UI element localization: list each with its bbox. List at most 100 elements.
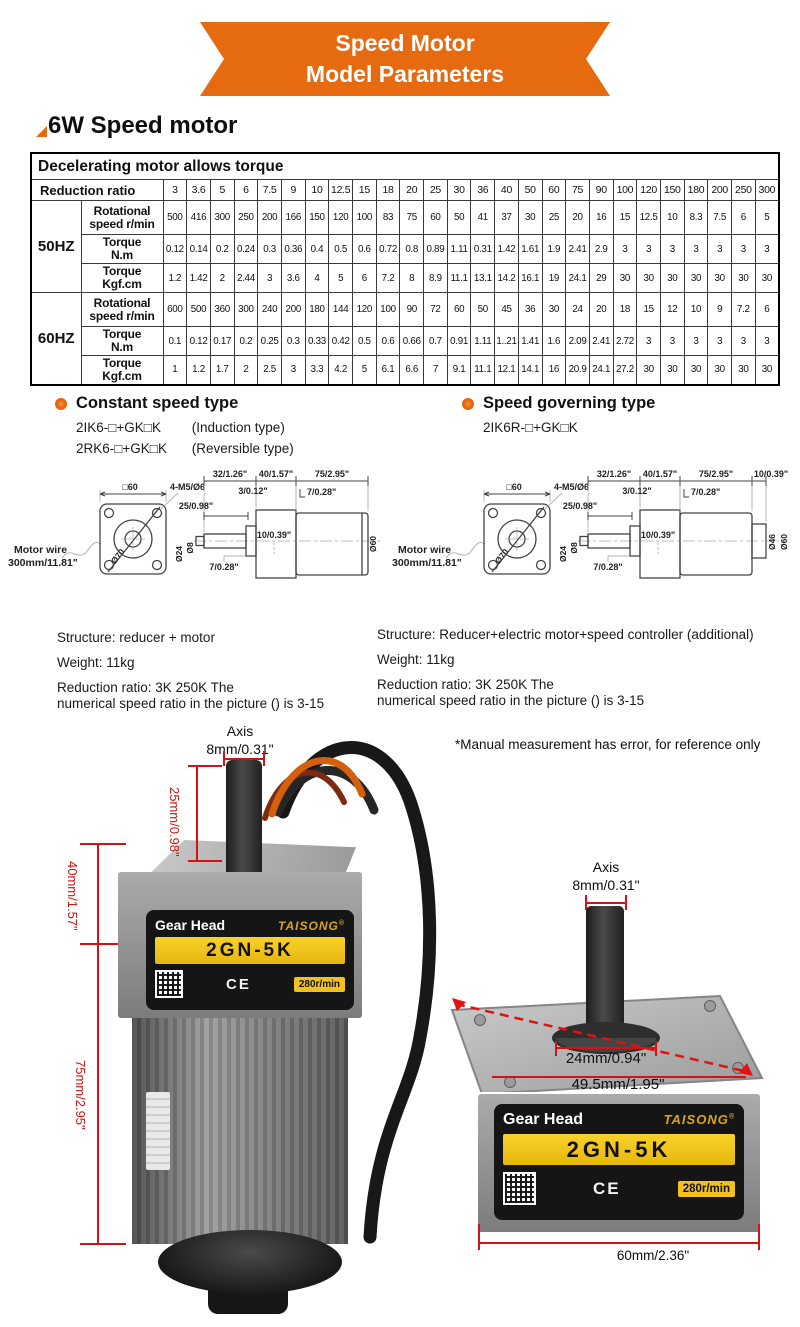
table-cell: 0.17 [209,326,235,356]
table-cell: 300 [233,292,259,327]
table-cell: 9 [280,179,306,201]
table-cell: 30 [683,355,709,385]
dim-tick [188,765,222,767]
table-cell: 6 [754,292,780,327]
dim-tick [80,843,126,845]
table-cell: 1.61 [517,234,543,264]
table-cell: 3 [636,234,661,264]
table-cell: 36 [470,179,496,201]
table-cell: 5 [352,355,377,385]
table-cell: 90 [588,179,614,201]
table-cell: 20.9 [565,355,590,385]
table-cell: 50 [470,292,496,327]
table-cell: 24.1 [565,263,590,293]
registered-mark: ® [728,1113,735,1121]
dim-tick [223,751,225,766]
table-cell: 16 [588,200,614,235]
motor-wire-length: 300mm/11.81" [392,557,462,569]
dim-3: 3/0.12" [622,486,651,496]
model-code: 2RK6-□+GK□K [76,440,167,456]
speed-chip: 280r/min [293,976,345,992]
table-cell: 0.89 [423,234,448,264]
row-label-line2: speed r/min [89,308,155,323]
row-label-line2: N.m [110,248,134,262]
table-cell: 120 [352,292,377,327]
table-cell: 2.5 [257,355,282,385]
row-label-line1: Torque [102,327,142,342]
speed-chip: 280r/min [677,1180,735,1197]
table-cell: 360 [209,292,235,327]
row-label-line1: Torque [102,355,142,370]
dim-7-top: 7/0.28" [307,487,336,497]
dim-line-60mm [478,1242,760,1244]
table-cell: 1.11 [470,326,496,356]
table-cell: 2.41 [588,326,614,356]
dim-line [97,843,99,1245]
table-cell: 12 [659,292,685,327]
table-cell: 12.5 [328,179,353,201]
dim-7-top: 7/0.28" [691,487,720,497]
table-cell: 20 [588,292,614,327]
constant-speed-type-section: Constant speed type 2IK6-□+GK□K (Inducti… [55,394,294,460]
table-cell: 3 [707,234,732,264]
table-cell: 3 [280,355,306,385]
table-cell: 1.2 [186,355,211,385]
table-cell: 200 [257,200,282,235]
table-cell: 0.2 [209,234,235,264]
axis-dim-label: 8mm/0.31" [572,877,640,894]
table-cell: 0.12 [162,234,188,264]
motor-shaft [586,906,624,1036]
table-cell: 0.3 [280,326,306,356]
torque-table: Decelerating motor allows torque Reducti… [30,152,780,386]
table-cell: 0.5 [328,234,353,264]
table-cell: 40 [494,179,519,201]
dim-3: 3/0.12" [238,486,267,496]
freq-label-50hz: 50HZ [30,200,82,293]
qr-code-icon [155,970,183,998]
table-cell: 90 [399,292,425,327]
table-cell: 3.3 [304,355,330,385]
table-cell: 2.72 [612,326,638,356]
table-cell: 30 [446,179,472,201]
banner-line1: Speed Motor [335,29,475,56]
table-cell: 0.4 [304,234,330,264]
table-cell: 144 [328,292,353,327]
table-cell: 0.33 [304,326,330,356]
dim-tick [80,1243,126,1245]
table-cell: 2.09 [565,326,590,356]
table-cell: 11.1 [446,263,472,293]
row-label-line2: speed r/min [89,216,155,231]
dim-tick [263,751,265,766]
table-cell: 29 [588,263,614,293]
plate-row3: CE 280r/min [155,970,345,998]
type-title-text: Speed governing type [483,394,656,412]
table-cell: 30 [683,263,709,293]
table-cell: 3.6 [280,263,306,293]
row-label-line2: Kgf.cm [102,368,142,383]
dim-tick [188,860,222,862]
spec-ratio-line2: numerical speed ratio in the picture () … [377,693,645,709]
table-cell: 180 [683,179,709,201]
table-cell: 5 [209,179,235,201]
table-cell: 0.42 [328,326,353,356]
dim-mounting-holes: 4-M5/Ø6 [554,482,589,492]
table-cell: 19 [541,263,567,293]
table-cell: 10 [683,292,709,327]
spec-ratio-line2: numerical speed ratio in the picture () … [57,696,325,712]
table-cell: 9 [707,292,732,327]
table-cell: 30 [731,263,756,293]
table-cell: 83 [375,200,401,235]
table-cell: 200 [280,292,306,327]
table-cell: 7.5 [707,200,732,235]
table-cell: 1.42 [494,234,519,264]
table-cell: 30 [731,355,756,385]
table-cell: 2 [233,355,259,385]
dim-tick [758,1224,760,1250]
table-cell: 16.1 [517,263,543,293]
dim-dia60: Ø60 [368,536,378,552]
